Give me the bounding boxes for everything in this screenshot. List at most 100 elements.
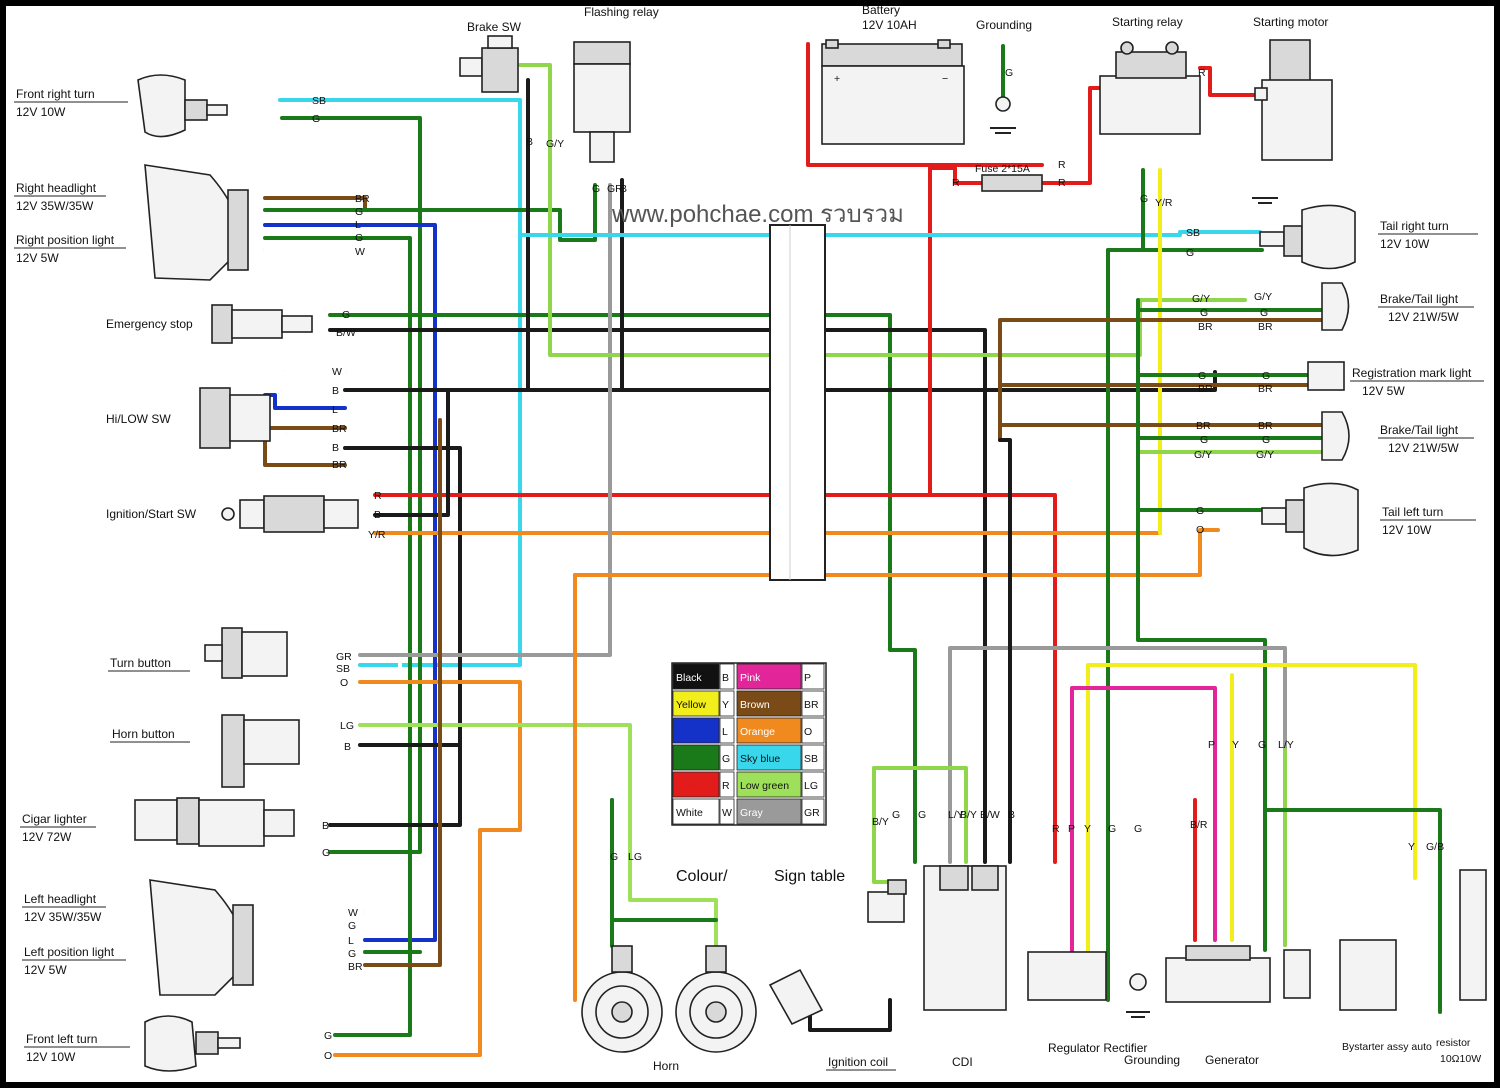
turn-button-name: Turn button (110, 656, 171, 670)
cigar-lighter-name: Cigar lighter (22, 812, 87, 826)
wire-code-label: B/W (980, 809, 1000, 821)
grounding-top-name: Grounding (976, 18, 1032, 32)
resistor-name: resistor (1436, 1037, 1471, 1049)
colour-name: Orange (740, 726, 775, 738)
wire-b (373, 388, 450, 517)
wire-code-label: G (892, 809, 900, 821)
wire-code-label: O (1196, 524, 1204, 536)
wire-layer (263, 42, 1442, 1057)
wire-code-label: B/W (336, 327, 356, 339)
left-position-light-name: Left position light (24, 945, 115, 959)
wire-code-label: L/Y (948, 809, 964, 821)
colour-code: SB (804, 753, 818, 765)
wire-br (998, 318, 1324, 442)
wire-code-label: GR (336, 651, 352, 663)
wire-code-label: BR (355, 193, 370, 205)
wire-code-label: O (324, 1050, 332, 1062)
brake-tail-upper-name: Brake/Tail light (1380, 292, 1459, 306)
wire-code-label: R (1052, 823, 1060, 835)
wire-code-label: L/Y (1278, 739, 1294, 751)
wire-code-label: G/Y (1254, 291, 1272, 303)
left-headlight-spec: 12V 35W/35W (24, 910, 102, 924)
colour-code-cell (719, 690, 735, 717)
colour-code-cell (719, 717, 735, 744)
front-right-turn-name: Front right turn (16, 87, 95, 101)
wire-g (263, 183, 597, 242)
colour-name: White (676, 807, 703, 819)
wire-code-label: G (1262, 434, 1270, 446)
wire-code-label: L (355, 219, 361, 231)
grounding-symbol-motor (1252, 197, 1278, 204)
colour-name: Pink (740, 672, 761, 684)
wire-g (328, 313, 917, 864)
wire-code-label: Y (1408, 841, 1415, 853)
ignition-coil (768, 879, 907, 1026)
front-left-turn-spec: 12V 10W (26, 1050, 76, 1064)
wire-code-label: P (1208, 739, 1215, 751)
wire-code-label: P (1068, 823, 1075, 835)
wire-w (263, 370, 347, 434)
colour-code: P (804, 672, 811, 684)
wire-code-label: B (374, 509, 381, 521)
wire-r (373, 493, 1057, 864)
wire-code-label: BR (332, 423, 347, 435)
wire-code-label: G (348, 920, 356, 932)
wire-code-label: G (1258, 739, 1266, 751)
right-position-light-name: Right position light (16, 233, 115, 247)
watermark-text: www.pohchae.com รวบรวม (611, 201, 904, 228)
resistor-spec: 10Ω10W (1440, 1053, 1481, 1065)
colour-code: W (722, 807, 732, 819)
wire-code-label: G (1260, 307, 1268, 319)
wire-code-label: G (348, 948, 356, 960)
wire-r (1198, 66, 1264, 97)
wire-b (343, 370, 1217, 392)
wire-code-label: Y/R (1155, 197, 1173, 209)
colour-code-cell (801, 798, 825, 825)
starting-motor (1254, 39, 1333, 161)
starting-relay (1099, 41, 1201, 135)
wire-code-label: R (374, 490, 382, 502)
wire-code-label: B (1008, 809, 1015, 821)
wire-g (263, 236, 412, 1037)
wire-code-label: G (1134, 823, 1142, 835)
wire-l (263, 223, 437, 942)
battery-spec: 12V 10AH (862, 18, 917, 32)
wire-br (363, 418, 442, 967)
colour-table-frame (671, 662, 827, 826)
colour-name: Red (676, 780, 695, 792)
wire-br (263, 438, 347, 467)
colour-name: Low green (740, 780, 789, 792)
colour-name: Brown (740, 699, 770, 711)
front-left-turn-name: Front left turn (26, 1032, 97, 1046)
colour-swatch (736, 798, 802, 825)
hi-low-switch (199, 387, 271, 449)
brake-tail-light-lower (1321, 411, 1350, 461)
horn-pair (581, 945, 757, 1053)
wire-code-label: L (332, 404, 338, 416)
left-headlight-name: Left headlight (24, 892, 97, 906)
wire-code-label: G (1140, 193, 1148, 205)
colour-code-cell (801, 771, 825, 798)
wire-br (263, 196, 367, 212)
wire-code-label: BR (1198, 383, 1213, 395)
tail-left-turn-name: Tail left turn (1382, 505, 1443, 519)
generator-name: Generator (1205, 1053, 1259, 1067)
wire-code-label: G (342, 309, 350, 321)
colour-swatch (736, 690, 802, 717)
wire-code-label: G/Y (1192, 293, 1210, 305)
wire-code-label: L (348, 935, 354, 947)
regulator-rectifier (1027, 951, 1107, 1001)
wire-code-label: SB (336, 663, 350, 675)
generator (1165, 945, 1311, 1003)
wire-code-label: R (1058, 177, 1066, 189)
wire-gr (358, 183, 612, 657)
starting-motor-name: Starting motor (1253, 15, 1328, 29)
colour-code-cell (801, 663, 825, 690)
wire-code-label: W (332, 366, 342, 378)
colour-code: BR (804, 699, 819, 711)
wire-code-labels: SBGBRGLGWGB/WWBLBRBBRRBY/RGRSBOLGBBGWGLG… (312, 67, 1444, 1062)
battery-name: Battery (862, 3, 900, 17)
svg-text:+: + (834, 73, 840, 85)
